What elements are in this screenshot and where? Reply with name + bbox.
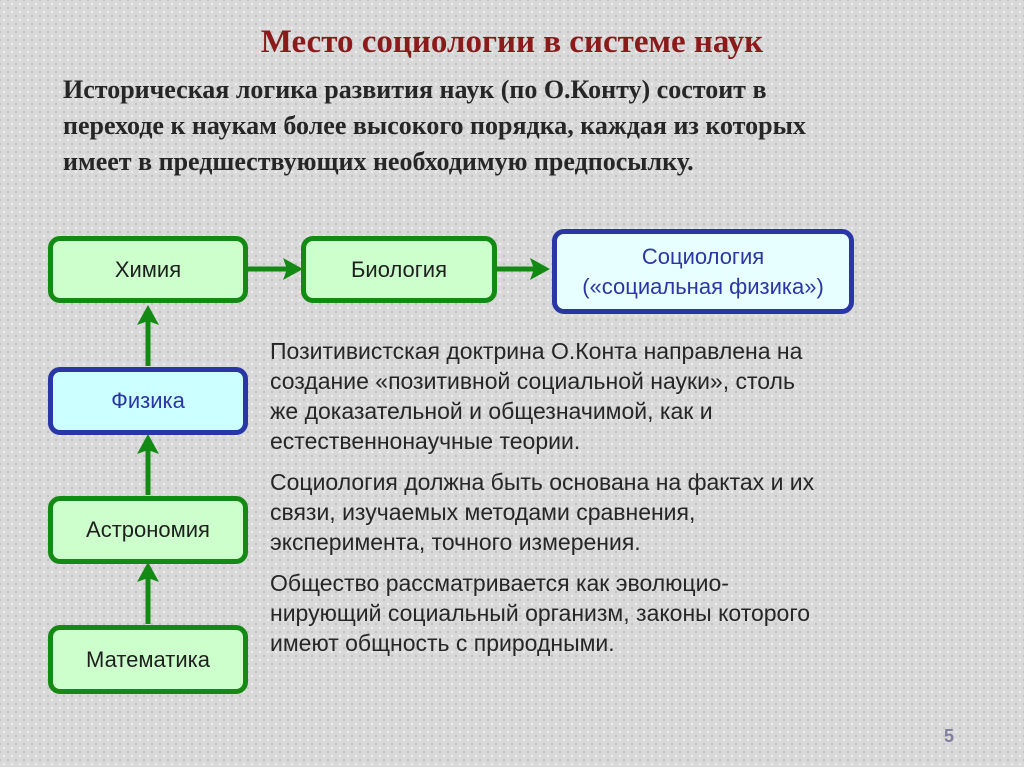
arrow-physics-to-chemistry [137, 305, 159, 366]
node-chemistry: Химия [48, 236, 248, 303]
node-biology: Биология [301, 236, 497, 303]
paragraph-society: Общество рассматривается как эволюцио- н… [270, 568, 970, 658]
paragraph-line: Социология должна быть основана на факта… [270, 469, 815, 495]
node-sociology: Социология («социальная физика») [552, 229, 854, 314]
node-chemistry-label: Химия [114, 256, 182, 282]
node-mathematics-label: Математика [86, 646, 210, 672]
paragraph-positivism: Позитивистская доктрина О.Конта направле… [270, 336, 970, 456]
node-biology-label: Биология [350, 256, 448, 282]
paragraph-facts: Социология должна быть основана на факта… [270, 467, 970, 557]
node-sociology-label: Социология [641, 243, 765, 269]
paragraph-line: связи, изучаемых методами сравнения, [270, 499, 696, 525]
paragraph-line: имеют общность с природными. [270, 630, 615, 656]
node-astronomy-label: Астрономия [86, 517, 210, 542]
arrow-mathematics-to-astronomy [137, 562, 159, 624]
node-astronomy: Астрономия [48, 496, 248, 564]
node-sociology-subtitle: («социальная физика») [582, 273, 824, 299]
arrow-astronomy-to-physics [137, 434, 159, 495]
node-physics: Физика [48, 367, 248, 435]
node-mathematics: Математика [48, 625, 248, 694]
paragraph-line: эксперимента, точного измерения. [270, 529, 641, 555]
paragraph-line: естественнонаучные теории. [270, 428, 581, 454]
arrow-biology-to-sociology [497, 258, 550, 280]
paragraph-line: Общество рассматривается как эволюцио- [270, 570, 729, 596]
arrow-chemistry-to-biology [248, 258, 303, 280]
intro-line: переходе к наукам более высокого порядка… [63, 111, 806, 140]
description-text: Позитивистская доктрина О.Конта направле… [270, 336, 970, 669]
paragraph-line: создание «позитивной социальной науки», … [270, 368, 795, 394]
node-physics-label: Физика [111, 388, 185, 413]
page-number: 5 [944, 726, 955, 746]
intro-text: Историческая логика развития наук (по О.… [63, 72, 983, 180]
intro-line: Историческая логика развития наук (по О.… [63, 75, 767, 104]
paragraph-line: же доказательной и общезначимой, как и [270, 398, 713, 424]
intro-line: имеет в предшествующих необходимую предп… [63, 147, 694, 176]
paragraph-line: нирующий социальный организм, законы кот… [270, 600, 811, 626]
slide-title: Место социологии в системе наук [260, 24, 764, 60]
paragraph-line: Позитивистская доктрина О.Конта направле… [270, 338, 803, 364]
